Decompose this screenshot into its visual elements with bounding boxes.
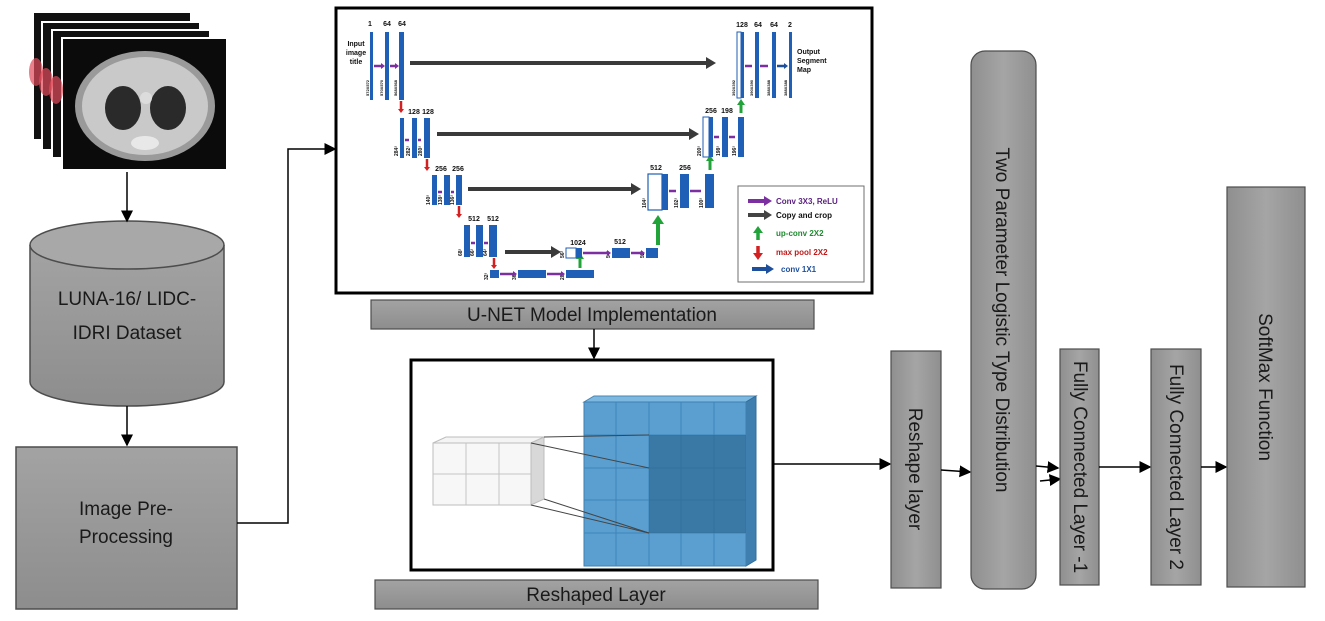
unet-ch-u1-c: 64 (770, 22, 778, 29)
arrow-distribution-to-fc1-b (1039, 474, 1062, 487)
unet-dim-u3-a: 104² (642, 198, 648, 208)
reshape-illustration (432, 395, 758, 567)
dataset-cylinder: LUNA-16/ LIDC- IDRI Dataset (29, 220, 225, 407)
unet-dim-u1-c: 388X388 (766, 79, 771, 96)
legend-up-conv: up-conv 2X2 (776, 229, 824, 238)
unet-dim-l2-c: 280² (418, 146, 424, 156)
reshape-layer-label: Reshape layer (904, 408, 925, 531)
preprocess-label-line1: Image Pre- (79, 499, 173, 520)
unet-ch-l4-a: 512 (468, 216, 480, 223)
unet-ch-u2-b: 198 (721, 108, 733, 115)
unet-title-bar: U-NET Model Implementation (370, 299, 815, 330)
fc2-box: Fully Connected Layer 2 (1150, 348, 1202, 586)
unet-dim-l1-c: 568X568 (393, 79, 398, 96)
unet-output-label-3: Map (797, 67, 811, 74)
distribution-label: Two Parameter Logistic Type Distribution (991, 148, 1012, 493)
legend-copy-crop: Copy and crop (776, 211, 832, 220)
unet-dim-l1-a: 572X572 (365, 79, 370, 96)
unet-legend: Conv 3X3, ReLU Copy and crop up-conv 2X2… (737, 185, 865, 283)
unet-ch-u1-b: 64 (754, 22, 762, 29)
unet-dim-u4-a: 56² (560, 250, 566, 258)
fc1-box: Fully Connected Layer -1 (1059, 348, 1100, 586)
unet-title: U-NET Model Implementation (467, 305, 717, 326)
legend-conv-1x1: conv 1X1 (781, 265, 817, 274)
unet-dim-l3-b: 138² (438, 195, 444, 205)
unet-ch-u1-a: 128 (736, 22, 748, 29)
arrow-preprocess-to-unet (237, 143, 337, 524)
unet-ch-l5: 1024 (570, 240, 586, 247)
softmax-box: SoftMax Function (1226, 186, 1306, 588)
unet-block-l1-in (370, 32, 373, 100)
dataset-label-line1: LUNA-16/ LIDC- (58, 289, 196, 310)
unet-dim-u1-b: 390X390 (749, 79, 754, 96)
fc2-label: Fully Connected Layer 2 (1165, 364, 1186, 570)
distribution-box: Two Parameter Logistic Type Distribution (970, 50, 1037, 590)
unet-block-l1-b (399, 32, 404, 100)
unet-ch-l3-b: 256 (452, 166, 464, 173)
reshape-layer-box: Reshape layer (890, 350, 942, 589)
unet-diagram: 1 64 64 Input image title 572X572 570X57… (346, 21, 865, 283)
legend-conv-relu: Conv 3X3, ReLU (776, 197, 838, 206)
unet-dim-l2-b: 282² (406, 146, 412, 156)
unet-dim-l3-a: 140² (426, 195, 432, 205)
unet-dim-l3-c: 136² (450, 195, 456, 205)
unet-block-l1-a (385, 32, 389, 100)
dataset-label-line2: IDRI Dataset (73, 323, 182, 344)
unet-ch-l4-b: 512 (487, 216, 499, 223)
unet-dim-l5-b: 30² (512, 272, 518, 280)
reshaped-title-bar: Reshaped Layer (374, 579, 819, 610)
unet-input-label-2: image (346, 50, 366, 57)
unet-dim-u1-a: 392X392 (731, 79, 736, 96)
unet-ch-u4-b: 512 (614, 239, 626, 246)
unet-dim-l5-c: 28² (560, 272, 566, 280)
reshaped-title: Reshaped Layer (526, 585, 666, 606)
softmax-label: SoftMax Function (1254, 313, 1275, 461)
unet-ch-l3-a: 256 (435, 166, 447, 173)
unet-dim-u2-b: 198² (716, 146, 722, 156)
unet-dim-u3-c: 100² (699, 198, 705, 208)
unet-dim-l4-c: 64² (483, 248, 489, 256)
unet-output-label-1: Output (797, 49, 821, 56)
unet-dim-l5-a: 32² (484, 272, 490, 280)
unet-input-label-1: Input (347, 41, 365, 48)
arrow-reshape-to-distribution (940, 465, 972, 478)
unet-ch-l2-a: 128 (408, 109, 420, 116)
unet-dim-u3-b: 102² (674, 198, 680, 208)
unet-dim-l1-b: 570X570 (379, 79, 384, 96)
unet-ch-u3-b: 256 (679, 165, 691, 172)
fc1-label: Fully Connected Layer -1 (1069, 361, 1090, 573)
preprocess-label-line2: Processing (79, 527, 173, 548)
unet-ch-l1-a: 64 (383, 21, 391, 28)
arrow-distribution-to-fc1-a (1035, 461, 1060, 474)
unet-dim-u2-a: 200² (697, 146, 703, 156)
unet-output-label-2: Segment (797, 58, 827, 65)
legend-max-pool: max pool 2X2 (776, 248, 828, 257)
unet-dim-u2-c: 196² (732, 146, 738, 156)
unet-dim-l4-b: 66² (470, 248, 476, 256)
preprocess-box: Image Pre- Processing (15, 446, 238, 610)
unet-ch-u2-a: 256 (705, 108, 717, 115)
unet-dim-l2-a: 284² (394, 146, 400, 156)
left-arrows (121, 143, 337, 524)
unet-dim-u1-d: 388X388 (783, 79, 788, 96)
unet-ch-out: 2 (788, 22, 792, 29)
unet-ch-l1-b: 64 (398, 21, 406, 28)
ct-scan-stack (29, 11, 228, 171)
unet-dim-l4-a: 68² (458, 248, 464, 256)
unet-ch-u3-a: 512 (650, 165, 662, 172)
unet-input-label-3: title (350, 59, 363, 66)
unet-ch-l2-b: 128 (422, 109, 434, 116)
unet-ch-l1-in: 1 (368, 21, 372, 28)
unet-copy-crop-arrows (410, 57, 716, 258)
